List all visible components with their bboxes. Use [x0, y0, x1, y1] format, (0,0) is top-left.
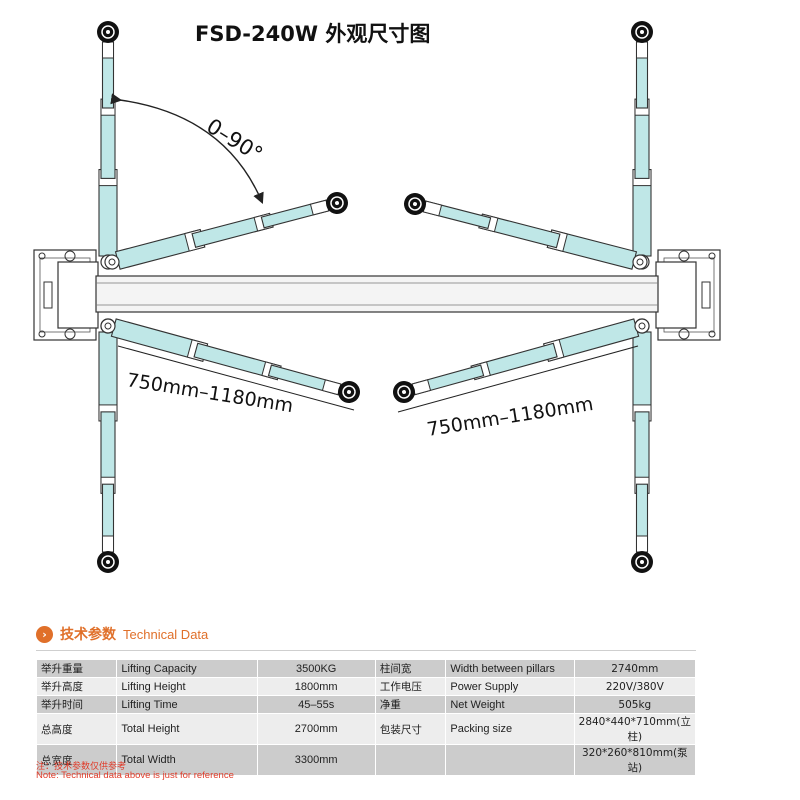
arm-lower-right-swung — [393, 318, 650, 404]
spec-cell-cn-label: 柱间宽 — [374, 659, 447, 678]
arm-lower-left-extended — [97, 318, 119, 573]
spec-cell-value: 505kg — [573, 695, 697, 714]
spec-cell-value: 220V/380V — [573, 677, 697, 696]
section-title-en: Technical Data — [123, 626, 209, 642]
arm-upper-right-swung — [404, 192, 648, 270]
left-dimension-line — [117, 345, 355, 411]
spec-cell-value: 3300mm — [256, 744, 376, 776]
spec-cell-value: 3500KG — [256, 659, 376, 678]
right-post — [655, 261, 697, 329]
lift-top-view-diagram: 0–90° 750mm–1180mm 750mm–1180mm — [33, 21, 721, 573]
arm-lower-right-extended — [631, 318, 653, 573]
spec-cell-value: 1800mm — [256, 677, 376, 696]
section-title-cn: 技术参数 — [60, 627, 116, 643]
spec-cell-value: 320*260*810mm(泵站) — [573, 744, 697, 776]
section-header: › 技术参数 Technical Data — [36, 624, 208, 644]
spec-cell-value: 45–55s — [256, 695, 376, 714]
spec-cell-cn-label: 净重 — [374, 695, 447, 714]
crossbeam — [95, 275, 659, 313]
spec-cell-value: 2840*440*710mm(立柱) — [573, 713, 697, 745]
spec-cell-en-label: Total Width — [116, 744, 258, 776]
spec-cell-cn-label: 举升时间 — [35, 695, 118, 714]
spec-cell-cn-label: 工作电压 — [374, 677, 447, 696]
spec-cell-en-label — [445, 744, 575, 776]
swing-angle-arrow — [110, 93, 264, 205]
note-cn: 注：技术参数仅供参考 — [36, 762, 127, 772]
spec-cell-cn-label — [374, 744, 447, 776]
spec-cell-value: 2740mm — [573, 659, 697, 678]
page-title: FSD-240W 外观尺寸图 — [195, 22, 431, 46]
arm-lower-left-swung — [100, 318, 360, 404]
spec-cell-cn-label: 举升重量 — [35, 659, 118, 678]
right-dimension-line — [397, 345, 639, 413]
left-post — [57, 261, 99, 329]
arm-upper-left-swung — [104, 191, 348, 270]
spec-cell-en-label: Packing size — [445, 713, 575, 745]
spec-cell-en-label: Lifting Capacity — [116, 659, 258, 678]
spec-cell-en-label: Width between pillars — [445, 659, 575, 678]
spec-cell-en-label: Lifting Height — [116, 677, 258, 696]
spec-cell-cn-label: 包装尺寸 — [374, 713, 447, 745]
spec-cell-en-label: Net Weight — [445, 695, 575, 714]
spec-cell-en-label: Lifting Time — [116, 695, 258, 714]
spec-cell-cn-label: 总高度 — [35, 713, 118, 745]
spec-cell-en-label: Power Supply — [445, 677, 575, 696]
spec-cell-value: 2700mm — [256, 713, 376, 745]
spec-cell-cn-label: 总宽度 — [35, 744, 118, 776]
spec-cell-en-label: Total Height — [116, 713, 258, 745]
arm-upper-left-extended — [97, 21, 119, 270]
right-arm-length-label: 750mm–1180mm — [425, 393, 595, 441]
spec-cell-cn-label: 举升高度 — [35, 677, 118, 696]
lift-arms — [97, 21, 653, 573]
swing-angle-label: 0–90° — [202, 114, 267, 167]
arm-upper-right-extended — [631, 21, 653, 270]
chevron-right-icon: › — [36, 625, 53, 643]
note-en: Note: Technical data above is just for r… — [36, 770, 234, 781]
section-divider — [36, 650, 696, 651]
